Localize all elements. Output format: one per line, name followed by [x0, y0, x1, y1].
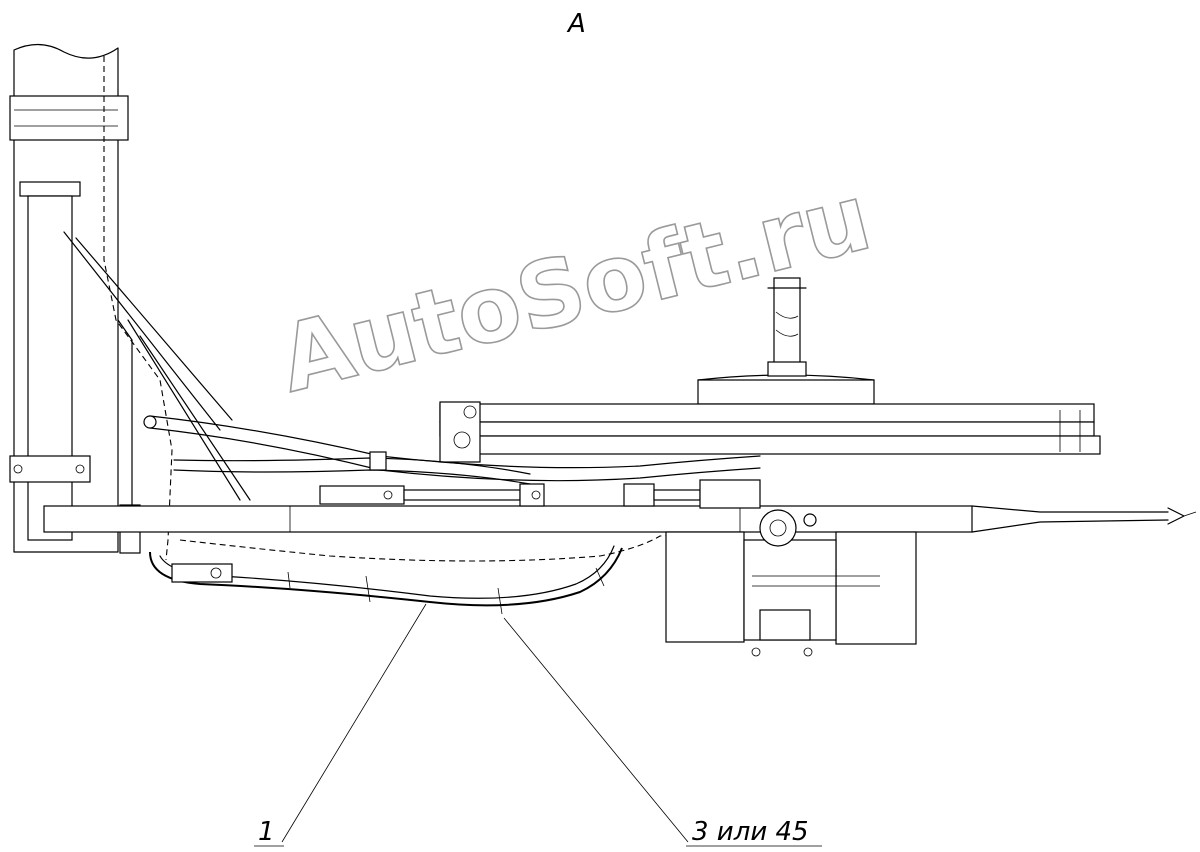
hydraulic-cylinder [319, 479, 761, 509]
lower-hose-assembly [149, 531, 761, 615]
vertical-post [9, 43, 173, 561]
callout-1-label: 1 [258, 817, 275, 847]
vertical-pin [767, 277, 807, 377]
view-label: A [566, 9, 586, 39]
callout-3-or-45-label: 3 или 45 [692, 817, 809, 847]
upper-hoses [143, 415, 761, 485]
lower-right-units [665, 509, 917, 657]
upper-frame [439, 374, 1101, 463]
main-beam [43, 505, 1197, 533]
frame-braces [63, 231, 251, 554]
leader-lines [254, 603, 822, 847]
